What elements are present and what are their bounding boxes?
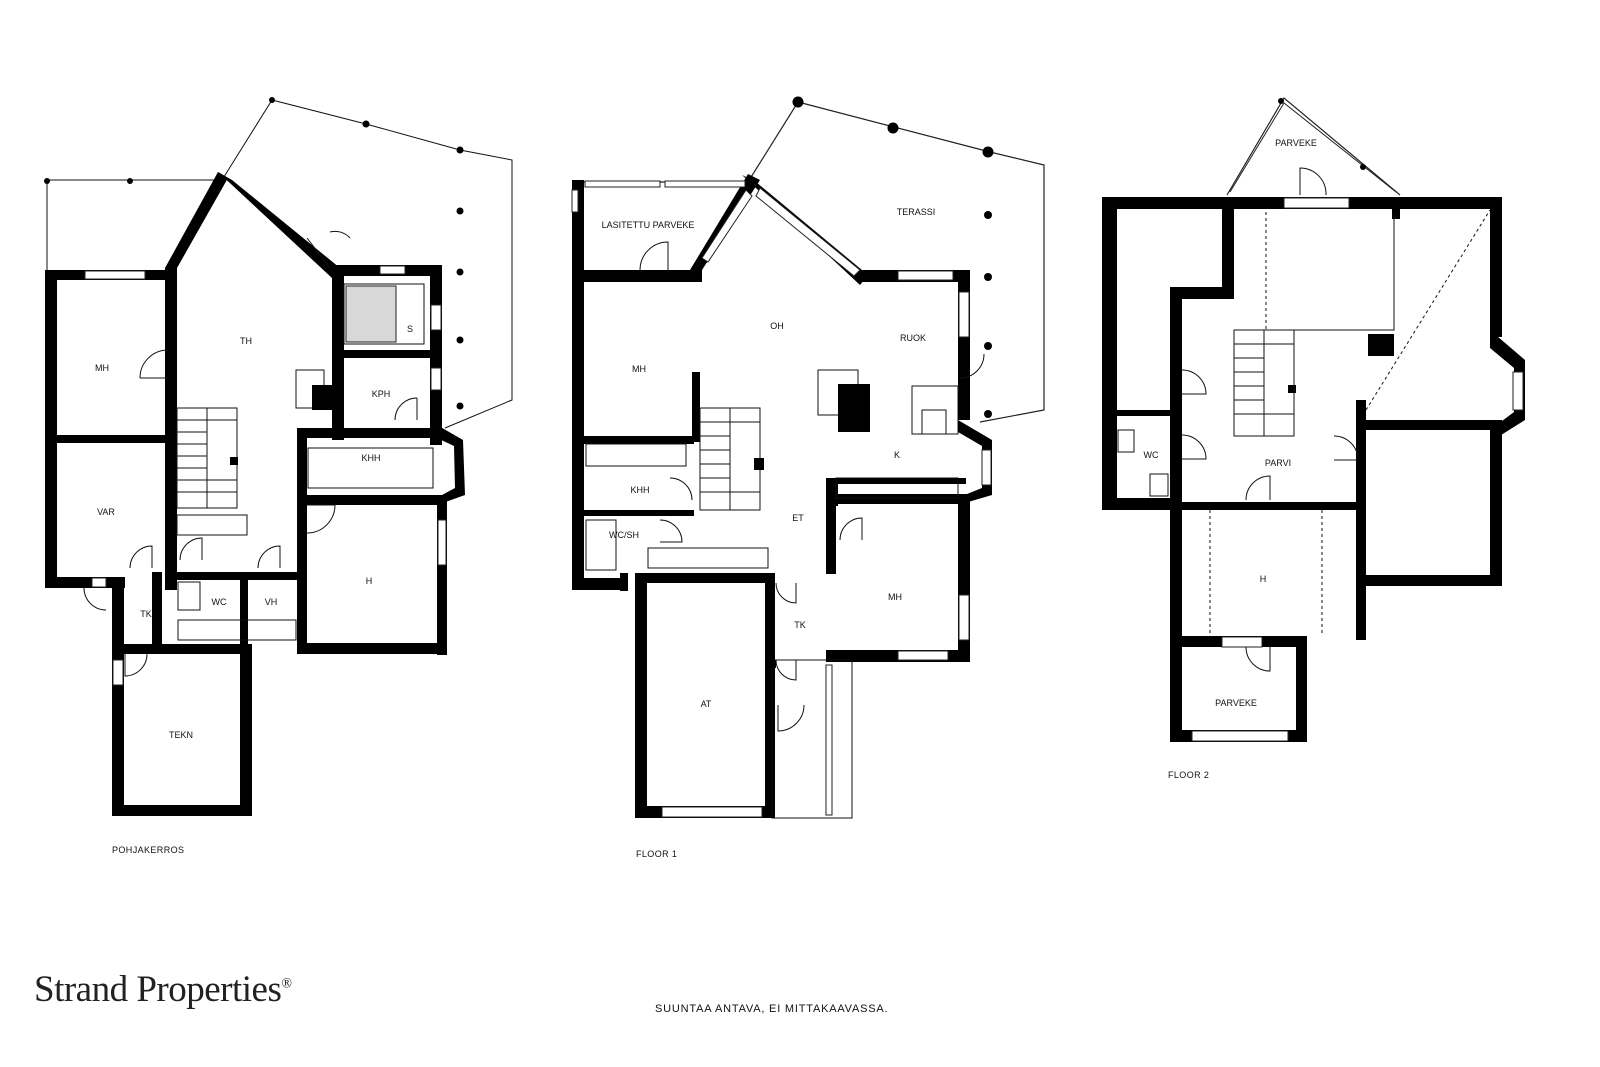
room-label: LASITETTU PARVEKE — [602, 220, 695, 230]
room-label: RUOK — [900, 333, 926, 343]
room-label: WC — [212, 597, 227, 607]
floor-2-plan — [1102, 97, 1525, 742]
room-label: KPH — [372, 389, 391, 399]
room-label: KHH — [630, 485, 649, 495]
room-label: WC/SH — [609, 530, 639, 540]
floor-label-1: FLOOR 1 — [636, 849, 678, 859]
room-label: KHH — [361, 453, 380, 463]
terrace-posts — [792, 96, 994, 418]
floor-label-2: FLOOR 2 — [1168, 770, 1210, 780]
ground-floor-plan — [44, 97, 513, 816]
disclaimer-text: SUUNTAA ANTAVA, EI MITTAKAAVASSA. — [655, 1003, 889, 1015]
room-label: WC — [1144, 450, 1159, 460]
room-label: OH — [770, 321, 784, 331]
room-label: AT — [701, 699, 712, 709]
room-label: MH — [95, 363, 109, 373]
room-label: TK — [794, 620, 806, 630]
brand-name: Strand Properties — [34, 969, 282, 1010]
room-label: TH — [240, 336, 252, 346]
registered-mark: ® — [281, 976, 292, 992]
room-label: K — [894, 450, 900, 460]
room-label: PARVI — [1265, 458, 1291, 468]
room-label: PARVEKE — [1275, 138, 1317, 148]
room-label: MH — [888, 592, 902, 602]
room-label: PARVEKE — [1215, 698, 1257, 708]
floor-label-ground: POHJAKERROS — [112, 845, 185, 855]
brand-logo: Strand Properties® — [34, 968, 292, 1011]
room-label: VAR — [97, 507, 115, 517]
room-label: S — [407, 324, 413, 334]
room-label: MH — [632, 364, 646, 374]
terrace-posts — [44, 97, 464, 410]
room-label: H — [366, 576, 373, 586]
room-label: ET — [792, 513, 804, 523]
room-label: VH — [265, 597, 278, 607]
floor-1-plan — [571, 96, 1045, 819]
room-label: TEKN — [169, 730, 193, 740]
room-labels: TH MH VAR S KPH KHH H TK WC VH TEKN LASI… — [95, 138, 1317, 740]
room-label: H — [1260, 574, 1267, 584]
room-label: TK — [140, 609, 152, 619]
room-label: TERASSI — [897, 207, 936, 217]
